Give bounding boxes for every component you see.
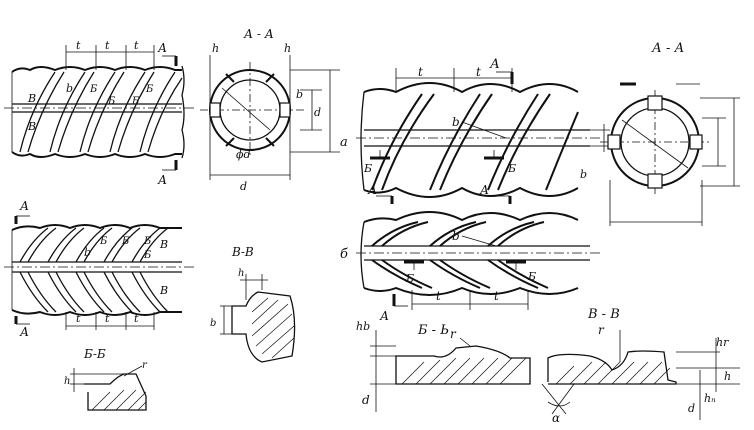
- dim-hr-vv-r: hr: [716, 336, 729, 349]
- cut-A-top-ra: А: [489, 57, 500, 72]
- cut-B-top-b: В: [159, 238, 168, 251]
- dim-t-2-rb: t: [494, 289, 499, 303]
- cut-Bb-1: Б: [89, 84, 98, 95]
- section-aa-right-title: А - А: [651, 41, 684, 56]
- letter-b: б: [340, 247, 348, 262]
- dim-t-1: t: [76, 39, 81, 52]
- cut-Bb-4-b: Б: [143, 250, 152, 261]
- dim-b1-ra: b: [580, 168, 587, 181]
- section-vv-right-title: В - В: [587, 307, 620, 322]
- section-bb-right-title: Б - Ь: [417, 323, 449, 338]
- cut-B-bottom-b: В: [159, 284, 168, 297]
- dim-t-2-ra: t: [476, 65, 481, 79]
- dim-t-2-b: t: [105, 312, 110, 325]
- dim-t-1-rb: t: [436, 289, 441, 303]
- cut-Bb-1-rb: Б: [405, 272, 414, 285]
- dim-h-vv-r: h: [724, 370, 731, 383]
- dim-t-3-b: t: [134, 312, 139, 325]
- section-aa-right: А - А: [600, 41, 740, 226]
- cut-A-rb: А: [379, 309, 389, 323]
- dim-r1-vv-r: r: [598, 323, 605, 337]
- section-aa-left: А - А d ϕd h h b d: [200, 27, 340, 193]
- section-bb-left: Б-Б h r: [64, 347, 148, 411]
- cut-B-2: В: [27, 120, 36, 133]
- cut-Bb-2-rb: Б: [527, 270, 536, 283]
- cut-Bb-1-ra: Б: [363, 162, 372, 175]
- dim-h1-right: h: [284, 42, 291, 55]
- cut-B-1: В: [27, 92, 36, 105]
- label-b-ra: b: [452, 115, 460, 129]
- dim-d1: d: [314, 106, 321, 119]
- dim-phid: ϕd: [236, 148, 251, 161]
- bar-a-side-view: t t t А А В В b Б Б Б Б: [4, 39, 196, 187]
- dim-t-3: t: [134, 39, 139, 52]
- cut-Bb-4: Б: [131, 96, 140, 107]
- section-vv-left: В-В h b: [210, 245, 296, 363]
- dim-hb-bb-r: hb: [356, 320, 370, 333]
- dim-b1-vv: b: [210, 318, 216, 329]
- dim-d-bb-r: d: [362, 393, 370, 407]
- letter-a: а: [340, 135, 348, 150]
- dim-t-2: t: [105, 39, 110, 52]
- cut-Bb-2-b: Б: [121, 236, 130, 247]
- bar-b-side-view: А А В В b Б Б Б Б t t t: [4, 199, 196, 339]
- label-b-rb: b: [452, 229, 460, 243]
- dim-t-1-b: t: [76, 312, 81, 325]
- bar-b-right: b Б Б А t t б: [340, 211, 600, 323]
- section-aa-left-title: А - А: [243, 27, 274, 41]
- label-b-b: b: [84, 246, 91, 259]
- cut-A-3-ra: А: [367, 183, 377, 197]
- cut-A-bottom-b: А: [19, 325, 29, 339]
- dim-r1-bb-r: r: [450, 327, 457, 341]
- cut-Bb-3-b: Б: [143, 236, 152, 247]
- dim-b1: b: [296, 88, 303, 101]
- cut-Bb-3: Б: [107, 96, 116, 107]
- dim-d1-bottom: d: [240, 180, 247, 193]
- cut-Bb-2: Б: [145, 84, 154, 95]
- cut-Bb-2-ra: Б: [507, 162, 516, 175]
- cut-A-top-b: А: [19, 199, 29, 213]
- dim-r-bb: r: [142, 360, 148, 371]
- section-bb-left-title: Б-Б: [83, 347, 106, 361]
- cut-A-bottom: А: [157, 173, 167, 187]
- section-vv-right: В - В α r hr h hₙ d: [541, 307, 740, 425]
- dim-hn-vv-r: hₙ: [704, 392, 716, 405]
- section-bb-right: Б - Ь r hb d: [356, 320, 531, 412]
- dim-h1-vv: h: [238, 268, 244, 279]
- dim-d-vv-r: d: [688, 402, 695, 415]
- section-vv-left-title: В-В: [231, 245, 254, 259]
- bar-a-right: t t А b Б Б b А А а: [340, 57, 610, 204]
- cut-A-4-ra: А: [479, 183, 489, 197]
- angle-alpha: α: [552, 411, 560, 425]
- label-b: b: [66, 82, 73, 95]
- cut-A-top: А: [157, 41, 167, 55]
- dim-h-bb: h: [64, 376, 70, 387]
- cut-Bb-1-b: Б: [99, 236, 108, 247]
- dim-t-1-ra: t: [418, 65, 423, 79]
- dim-h1-left: h: [212, 42, 219, 55]
